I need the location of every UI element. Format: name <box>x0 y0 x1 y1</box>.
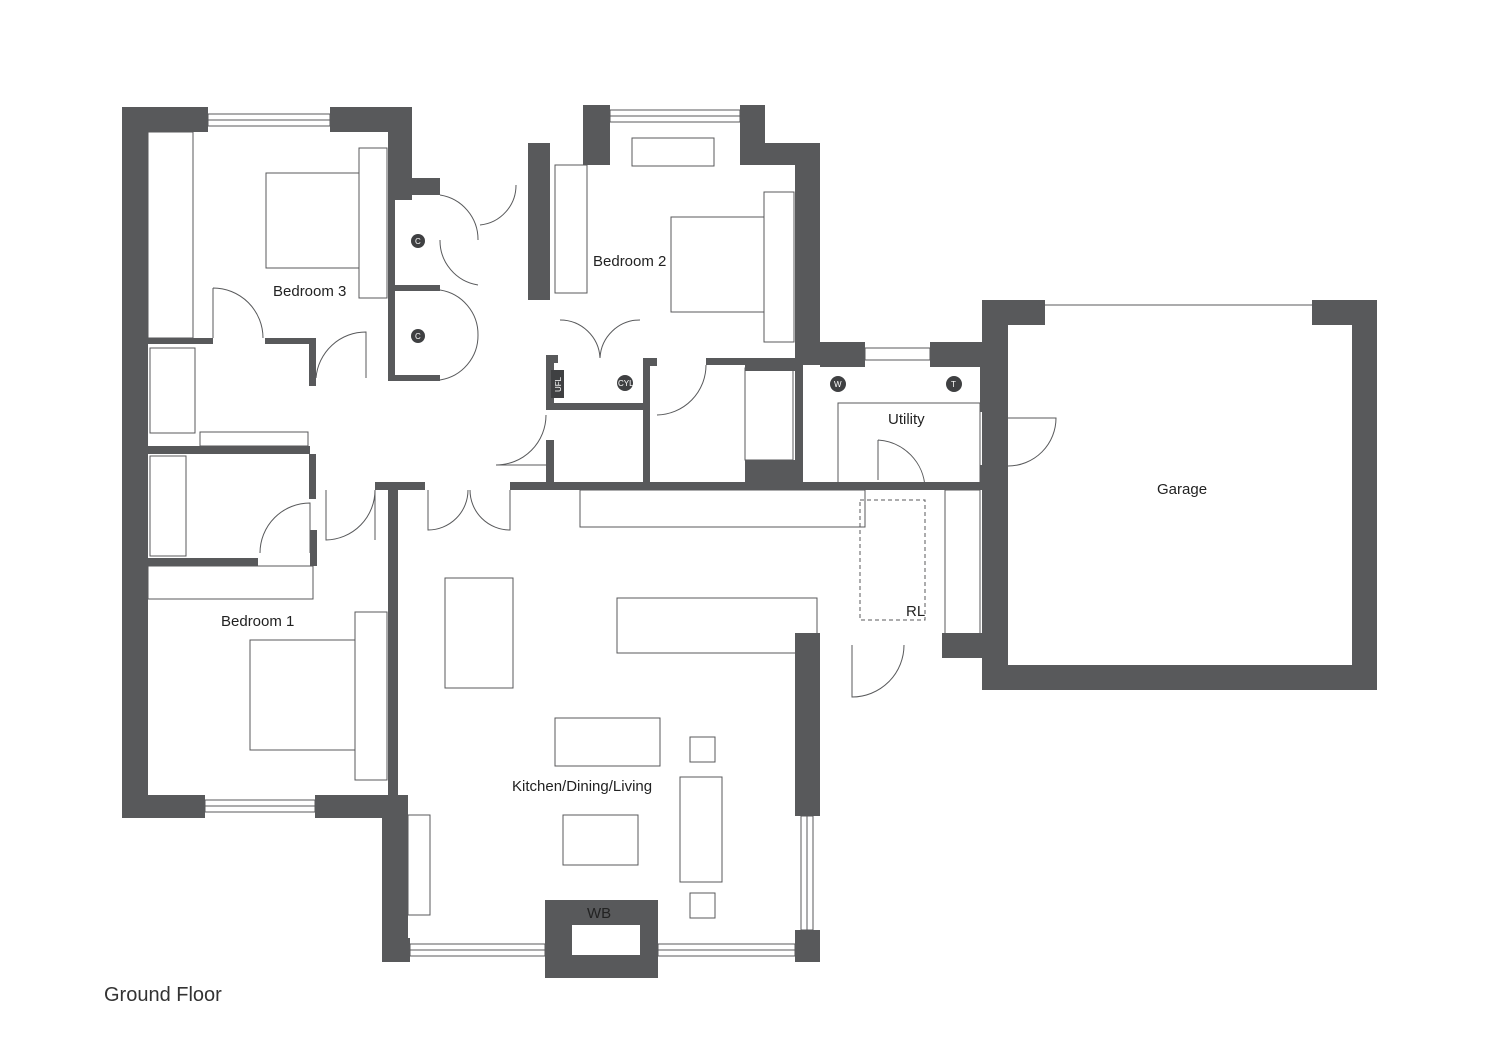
room-label-bedroom1: Bedroom 1 <box>221 613 294 630</box>
doors <box>212 184 1057 698</box>
ufl-badge: UFL <box>554 376 563 392</box>
fixture-badges: UFL CYL C C W T <box>411 234 962 398</box>
room-label-garage: Garage <box>1157 481 1207 498</box>
plan-title: Ground Floor <box>104 984 222 1006</box>
walls <box>122 105 1377 978</box>
room-label-bedroom3: Bedroom 3 <box>273 283 346 300</box>
cupboard-badge-1: C <box>415 237 421 246</box>
windows <box>204 109 1312 957</box>
room-label-utility: Utility <box>888 411 925 428</box>
wood-burner-label: WB <box>587 905 611 922</box>
roof-light-label: RL <box>906 603 925 620</box>
room-label-kitchen: Kitchen/Dining/Living <box>512 778 652 795</box>
tumble-dryer-badge: T <box>951 380 956 389</box>
room-labels: Bedroom 3 Bedroom 2 Bedroom 1 Utility Ga… <box>221 253 1207 922</box>
washer-badge: W <box>834 380 842 389</box>
room-label-bedroom2: Bedroom 2 <box>593 253 666 270</box>
cylinder-badge: CYL <box>618 379 634 388</box>
cupboard-badge-2: C <box>415 332 421 341</box>
furniture <box>147 131 981 919</box>
